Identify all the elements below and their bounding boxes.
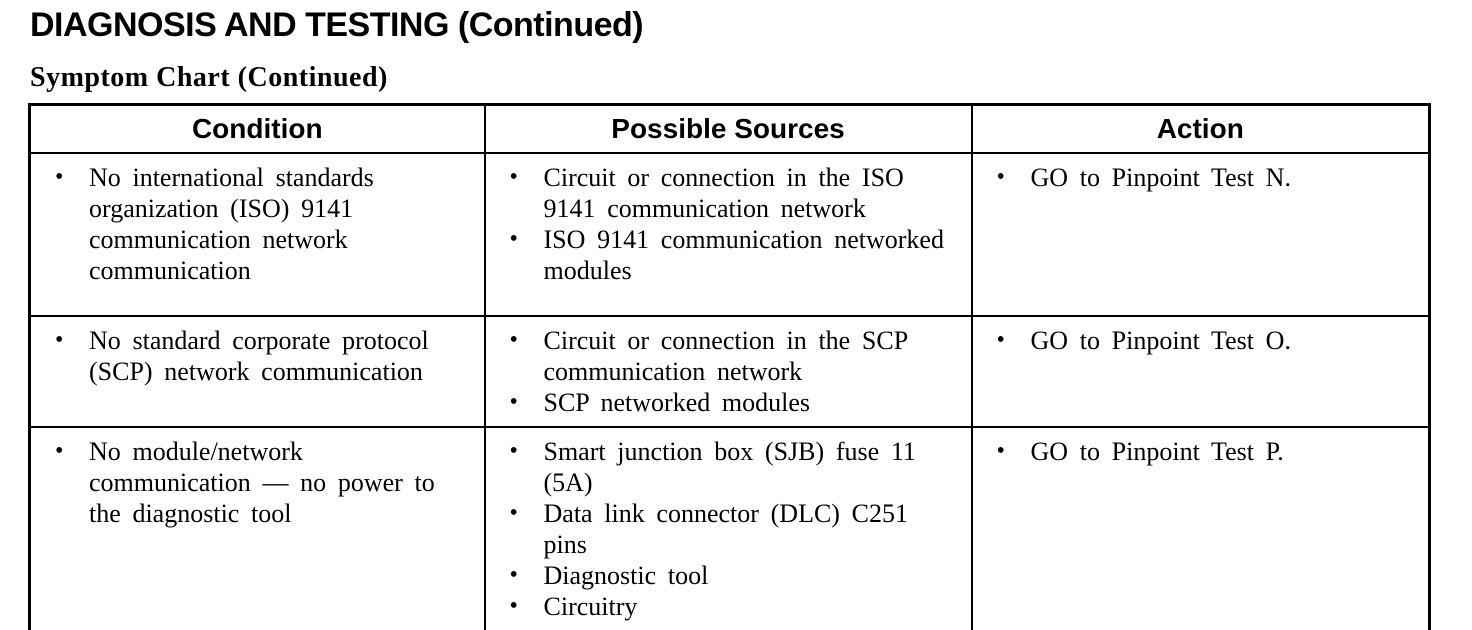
action-cell: • GO to Pinpoint Test O. [970,315,1431,428]
list-item: • ISO 9141 communication networked modul… [510,224,951,286]
possible-sources-cell: • Smart junction box (SJB) fuse 11 (5A) … [483,426,973,630]
bullet-icon: • [509,226,518,252]
action-list: • GO to Pinpoint Test P. [997,436,1409,467]
bullet-icon: • [509,164,518,190]
list-item: • No international standards organizatio… [55,162,464,286]
action-list: • GO to Pinpoint Test O. [997,325,1409,356]
page-title: DIAGNOSIS AND TESTING (Continued) [30,6,644,44]
list-item: • Circuit or connection in the SCP commu… [510,325,951,387]
bullet-icon: • [509,389,518,415]
column-header-condition: Condition [28,103,486,154]
bullet-icon: • [996,438,1005,464]
action-cell: • GO to Pinpoint Test P. [970,426,1431,630]
bullet-icon: • [996,327,1005,353]
condition-text: No international standards organization … [89,163,374,285]
possible-sources-list: • Circuit or connection in the ISO 9141 … [510,162,951,286]
list-item: • GO to Pinpoint Test O. [997,325,1409,356]
list-item: • Data link connector (DLC) C251 pins [510,498,951,560]
action-text: GO to Pinpoint Test P. [1030,437,1284,466]
possible-sources-cell: • Circuit or connection in the ISO 9141 … [483,152,973,317]
possible-sources-cell: • Circuit or connection in the SCP commu… [483,315,973,428]
bullet-icon: • [509,593,518,619]
list-item: • SCP networked modules [510,387,951,418]
list-item: • GO to Pinpoint Test P. [997,436,1409,467]
table-row: • No standard corporate protocol (SCP) n… [28,315,1431,428]
list-item: • No standard corporate protocol (SCP) n… [55,325,464,387]
condition-cell: • No international standards organizatio… [28,152,486,317]
list-item: • Smart junction box (SJB) fuse 11 (5A) [510,436,951,498]
possible-source-text: Data link connector (DLC) C251 pins [543,499,909,559]
table-row: • No module/network communication — no p… [28,426,1431,630]
column-header-possible-sources: Possible Sources [483,103,973,154]
column-header-action: Action [970,103,1431,154]
condition-cell: • No module/network communication — no p… [28,426,486,630]
possible-source-text: Smart junction box (SJB) fuse 11 (5A) [543,437,916,497]
condition-list: • No module/network communication — no p… [55,436,464,529]
condition-text: No module/network communication — no pow… [89,437,435,528]
possible-sources-list: • Smart junction box (SJB) fuse 11 (5A) … [510,436,951,622]
bullet-icon: • [996,164,1005,190]
possible-source-text: ISO 9141 communication networked modules [543,225,944,285]
table-row: • No international standards organizatio… [28,152,1431,317]
list-item: • Diagnostic tool [510,560,951,591]
bullet-icon: • [55,327,64,353]
bullet-icon: • [509,500,518,526]
list-item: • No module/network communication — no p… [55,436,464,529]
possible-source-text: Circuitry [543,592,638,621]
action-cell: • GO to Pinpoint Test N. [970,152,1431,317]
possible-sources-list: • Circuit or connection in the SCP commu… [510,325,951,418]
header-row: Condition Possible Sources Action [28,103,1431,154]
list-item: • Circuitry [510,591,951,622]
possible-source-text: Circuit or connection in the SCP communi… [543,326,908,386]
bullet-icon: • [509,562,518,588]
action-text: GO to Pinpoint Test O. [1030,326,1291,355]
bullet-icon: • [509,438,518,464]
bullet-icon: • [55,438,64,464]
action-text: GO to Pinpoint Test N. [1030,163,1291,192]
list-item: • Circuit or connection in the ISO 9141 … [510,162,951,224]
possible-source-text: Diagnostic tool [543,561,709,590]
symptom-chart-table: Condition Possible Sources Action • No i… [28,103,1431,630]
bullet-icon: • [509,327,518,353]
condition-list: • No international standards organizatio… [55,162,464,286]
condition-list: • No standard corporate protocol (SCP) n… [55,325,464,387]
list-item: • GO to Pinpoint Test N. [997,162,1409,193]
condition-cell: • No standard corporate protocol (SCP) n… [28,315,486,428]
possible-source-text: Circuit or connection in the ISO 9141 co… [543,163,904,223]
bullet-icon: • [55,164,64,190]
condition-text: No standard corporate protocol (SCP) net… [89,326,429,386]
action-list: • GO to Pinpoint Test N. [997,162,1409,193]
section-subtitle: Symptom Chart (Continued) [30,62,388,93]
possible-source-text: SCP networked modules [543,388,811,417]
